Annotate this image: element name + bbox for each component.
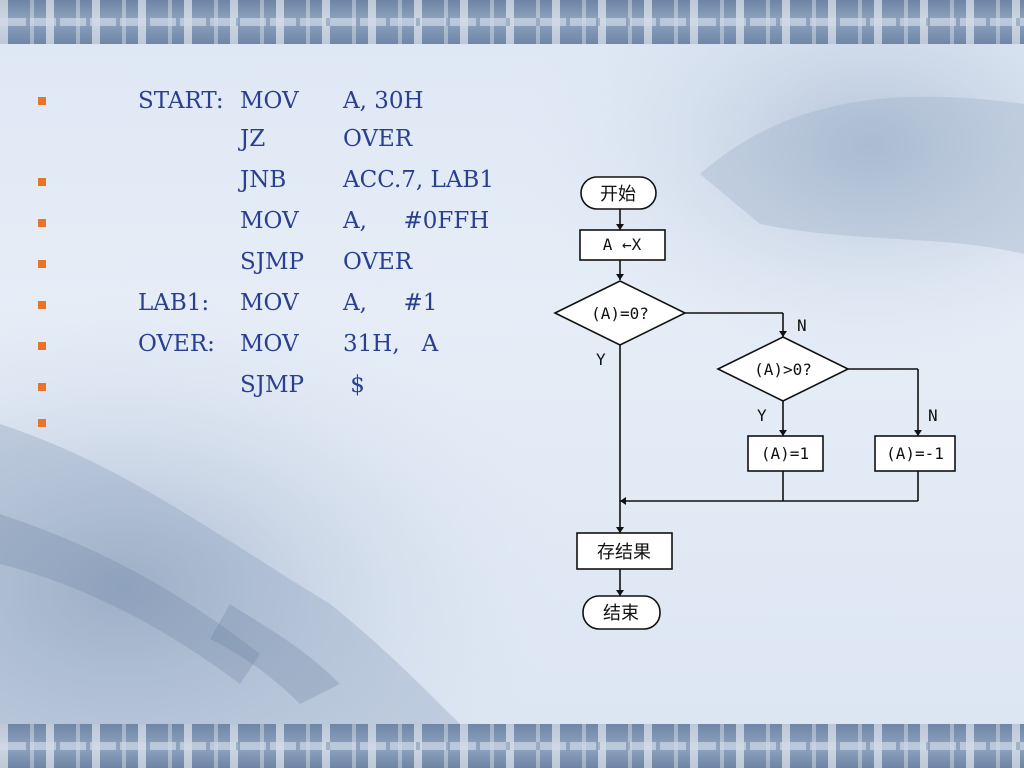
arrowhead (779, 331, 787, 337)
decision-positive (716, 336, 850, 402)
code-label: LAB1: (138, 290, 210, 316)
code-operands: A, 30H (343, 88, 424, 114)
set-negative-label: (A)=-1 (886, 444, 944, 463)
arrowhead (779, 430, 787, 436)
bullet-marker (38, 383, 46, 391)
arrowhead (616, 274, 624, 280)
decision-zero (553, 280, 687, 346)
code-opcode: MOV (240, 290, 299, 316)
store-result-label: 存结果 (597, 542, 651, 563)
code-label: START: (138, 88, 224, 114)
assign-label: A ←X (603, 235, 642, 254)
decorative-border-top (0, 0, 1024, 44)
set-positive-label: (A)=1 (761, 444, 809, 463)
start-terminal (580, 176, 657, 210)
set-negative-box (874, 435, 956, 472)
code-opcode: MOV (240, 208, 299, 234)
arrowhead (616, 590, 624, 596)
code-label: OVER: (138, 331, 215, 357)
background-illustration (0, 44, 1024, 724)
arrowhead (914, 430, 922, 436)
no-label: N (797, 316, 807, 335)
code-opcode: JNB (240, 167, 287, 193)
code-operands: 31H, A (343, 331, 439, 357)
yes-label: Y (596, 350, 606, 369)
bullet-marker (38, 260, 46, 268)
start-label: 开始 (600, 184, 636, 205)
code-operands: ACC.7, LAB1 (343, 167, 494, 193)
end-label: 结束 (603, 603, 639, 624)
bullet-marker (38, 97, 46, 105)
code-opcode: SJMP (240, 372, 305, 398)
arrowhead (616, 224, 624, 230)
code-opcode: MOV (240, 331, 299, 357)
bullet-marker (38, 419, 46, 427)
assign-box (579, 229, 666, 261)
code-operands: $ (343, 372, 365, 398)
bullet-marker (38, 301, 46, 309)
bullet-marker (38, 178, 46, 186)
decorative-border-bottom (0, 724, 1024, 768)
bullet-marker (38, 219, 46, 227)
store-result-box (576, 532, 673, 570)
arrowhead (616, 527, 624, 533)
set-positive-box (747, 435, 824, 472)
bullet-marker (38, 342, 46, 350)
code-operands: A, #1 (343, 290, 438, 316)
code-operands: OVER (343, 249, 413, 275)
end-terminal (582, 595, 661, 630)
yes-label: Y (757, 406, 767, 425)
arrowhead (620, 497, 626, 505)
code-operands: A, #0FFH (343, 208, 490, 234)
code-opcode: SJMP (240, 249, 305, 275)
decision-positive-label: (A)>0? (754, 360, 812, 379)
code-opcode: JZ (240, 126, 266, 152)
code-opcode: MOV (240, 88, 299, 114)
no-label: N (928, 406, 938, 425)
decision-zero-label: (A)=0? (591, 304, 649, 323)
code-operands: OVER (343, 126, 413, 152)
